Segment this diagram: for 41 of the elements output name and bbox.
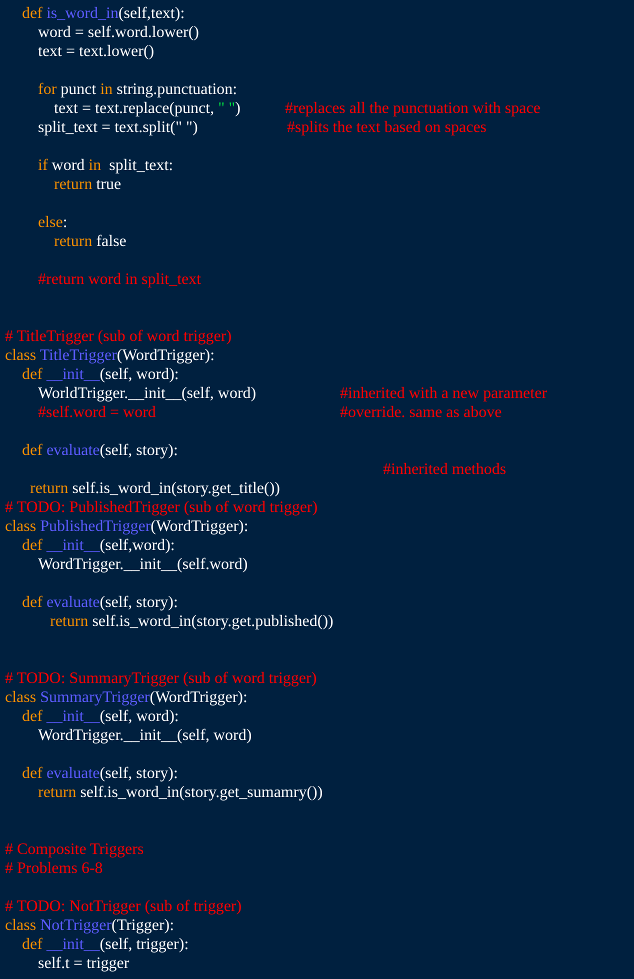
code-line: class PublishedTrigger(WordTrigger): — [5, 517, 248, 536]
code-comment: # TODO: NotTrigger (sub of trigger) — [5, 897, 242, 916]
code-comment: # Composite Triggers — [5, 840, 144, 859]
code-line: word = self.word.lower() — [38, 23, 199, 42]
code-comment: #override. same as above — [340, 403, 502, 422]
code-line: if word in split_text: — [38, 156, 174, 175]
code-comment: #replaces all the punctuation with space — [285, 99, 540, 118]
code-line: return true — [54, 175, 122, 194]
code-line: def __init__(self, word): — [22, 707, 179, 726]
code-comment: #inherited with a new parameter — [340, 384, 548, 403]
code-comment: # TitleTrigger (sub of word trigger) — [5, 327, 232, 346]
code-line: def evaluate(self, story): — [22, 764, 178, 783]
code-line: def evaluate(self, story): — [22, 593, 178, 612]
code-line: class TitleTrigger(WordTrigger): — [5, 346, 215, 365]
code-line: for punct in string.punctuation: — [38, 80, 238, 99]
code-line: WordTrigger.__init__(self, word) — [38, 726, 252, 745]
code-line: else: — [38, 213, 68, 232]
code-line: text = text.lower() — [38, 42, 154, 61]
code-line: class SummaryTrigger(WordTrigger): — [5, 688, 248, 707]
code-line: return self.is_word_in(story.get_title()) — [30, 479, 280, 498]
code-comment: #return word in split_text — [38, 270, 202, 289]
code-comment: # Problems 6-8 — [5, 859, 103, 878]
code-line: def __init__(self, word): — [22, 365, 179, 384]
code-line: split_text = text.split(" ") — [38, 118, 198, 137]
code-line: def __init__(self, trigger): — [22, 935, 189, 954]
code-line: def evaluate(self, story): — [22, 441, 178, 460]
code-comment: #splits the text based on spaces — [287, 118, 487, 137]
code-comment: #inherited methods — [383, 460, 506, 479]
code-line: class NotTrigger(Trigger): — [5, 916, 174, 935]
code-line: WordTrigger.__init__(self.word) — [38, 555, 248, 574]
code-line: def is_word_in(self,text): — [22, 4, 185, 23]
code-line: return self.is_word_in(story.get_sumamry()) — [38, 783, 323, 802]
code-comment: #self.word = word — [38, 403, 156, 422]
code-comment: # TODO: SummaryTrigger (sub of word trigger) — [5, 669, 317, 688]
code-line: WorldTrigger.__init__(self, word) — [38, 384, 256, 403]
code-line: self.t = trigger — [38, 954, 130, 973]
code-line: text = text.replace(punct, " ") — [54, 99, 240, 118]
code-comment: # TODO: PublishedTrigger (sub of word trigger) — [5, 498, 318, 517]
code-line: return self.is_word_in(story.get.published()) — [50, 612, 334, 631]
code-line: return false — [54, 232, 126, 251]
code-line: def __init__(self,word): — [22, 536, 175, 555]
